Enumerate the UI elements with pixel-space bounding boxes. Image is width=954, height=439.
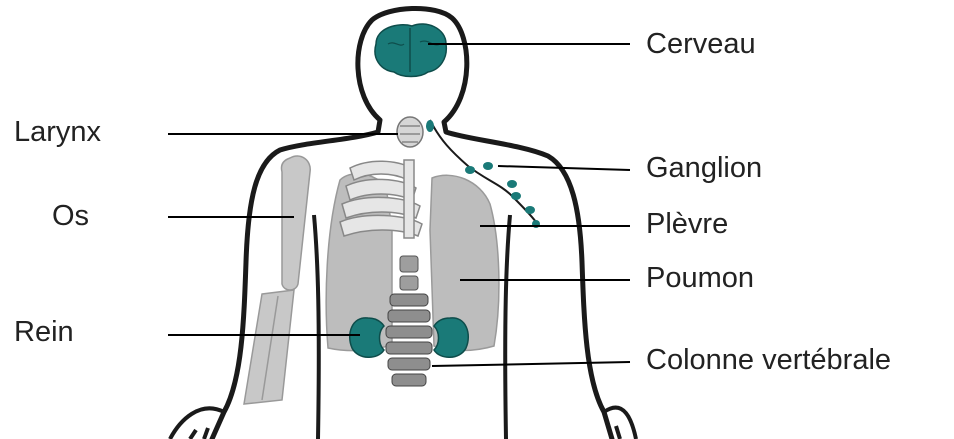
vertebra [386,326,432,338]
lymph-node [525,206,535,214]
label-poumon: Poumon [646,264,754,293]
vertebra [400,256,418,272]
forearm-bone [244,290,294,404]
lymph-node [465,166,475,174]
torso-right-side [505,215,510,439]
vertebra [388,358,430,370]
sternum [404,160,414,238]
vertebra [386,342,432,354]
lymph-node [426,120,434,132]
label-ganglion: Ganglion [646,154,762,183]
vertebra [392,374,426,386]
right-kidney [434,318,468,357]
leader-colonne [432,362,630,366]
humerus-bone [281,156,310,290]
label-os: Os [52,202,89,231]
vertebra [388,310,430,322]
lymph-node [511,192,521,200]
left-kidney [350,318,384,357]
torso-left-side [314,215,319,439]
vertebra [390,294,428,306]
label-cerveau: Cerveau [646,30,756,59]
label-plevre: Plèvre [646,210,728,239]
lymph-node [507,180,517,188]
label-rein: Rein [14,318,74,347]
lymph-node [483,162,493,170]
vertebra [400,276,418,290]
label-larynx: Larynx [14,118,101,147]
label-colonne: Colonne vertébrale [646,346,891,375]
rib [350,161,412,180]
